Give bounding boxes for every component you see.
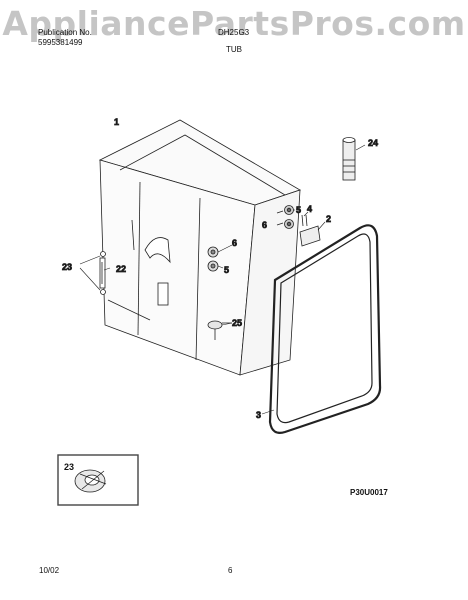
- inset-box: 23: [57, 454, 139, 506]
- callout-2: 2: [326, 214, 331, 224]
- hinge-bracket: [99, 257, 106, 289]
- gasket-bracket: [276, 205, 321, 247]
- leader-lines: [79, 144, 366, 415]
- callout-24: 24: [368, 138, 378, 148]
- page-number: 6: [228, 566, 233, 575]
- callout-6-upper: 6: [262, 220, 267, 230]
- callout-5-lower: 5: [224, 265, 229, 275]
- callout-23: 23: [62, 262, 72, 272]
- callout-23-inset: 23: [64, 462, 74, 472]
- model-number: DH25G3: [218, 28, 250, 37]
- section-title: TUB: [226, 45, 242, 54]
- callout-22: 22: [116, 264, 126, 274]
- callout-3: 3: [256, 410, 261, 420]
- door-gasket: [268, 224, 382, 434]
- spray-nut: [207, 320, 232, 340]
- callout-25: 25: [232, 318, 242, 328]
- screw-23: [100, 251, 106, 295]
- callout-5-upper: 5: [296, 205, 301, 215]
- publication-number: 5995381499: [38, 38, 83, 47]
- callout-1: 1: [114, 117, 119, 127]
- diagram-code: P30U0017: [350, 488, 388, 497]
- footer-date: 10/02: [39, 566, 60, 575]
- callout-6-lower: 6: [232, 238, 237, 248]
- callout-4: 4: [307, 204, 312, 214]
- cabinet-fittings: [207, 246, 219, 272]
- hose-24: [342, 137, 356, 181]
- publication-label: Publication No.: [38, 28, 92, 37]
- watermark: AppliancePartsPros.com: [2, 4, 466, 43]
- cabinet-tub: [98, 119, 301, 376]
